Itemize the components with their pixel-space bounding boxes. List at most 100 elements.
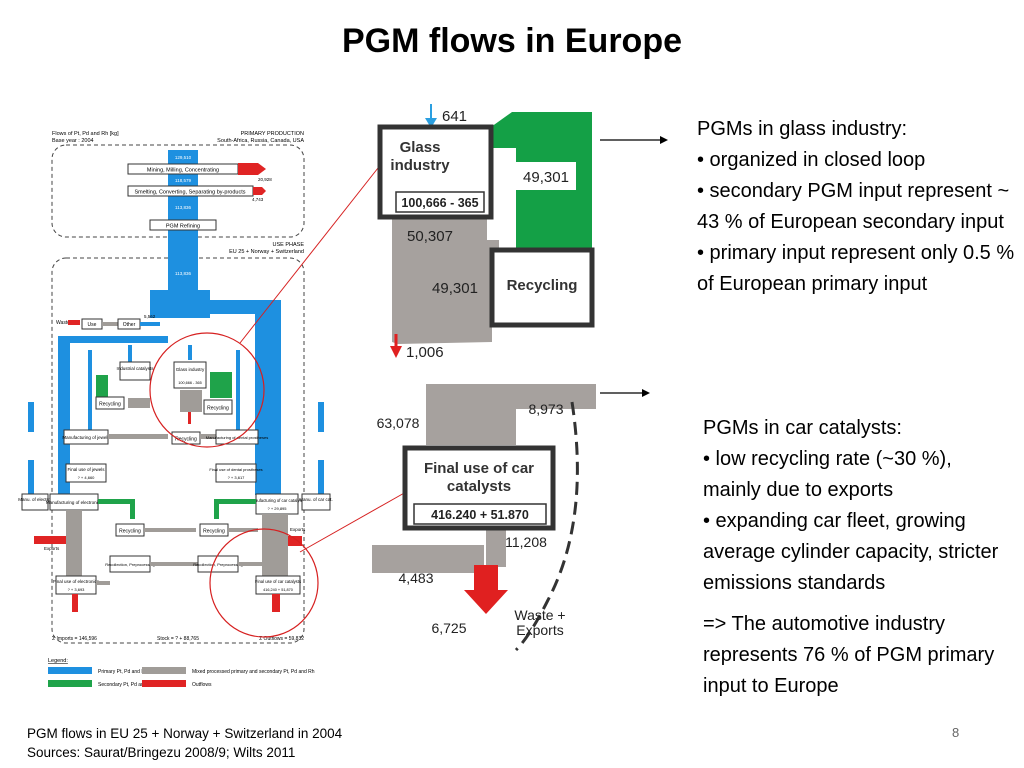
svg-text:Final use of electronics: Final use of electronics: [53, 579, 100, 584]
svg-text:Manufacturing of electronics: Manufacturing of electronics: [46, 500, 103, 505]
imports-sum: Σ Imports = 146,596: [52, 636, 97, 642]
grey-flow-out: [392, 217, 487, 262]
svg-text:Manufacturing of car catalysts: Manufacturing of car catalysts: [249, 498, 305, 503]
svg-text:Final use of dental prostheses: Final use of dental prostheses: [209, 467, 262, 472]
svg-text:Industrial catalysts: Industrial catalysts: [116, 366, 154, 371]
svg-text:Exports: Exports: [290, 527, 306, 532]
overview-header-line1: Flows of Pt, Pd and Rh [kg]: [52, 131, 119, 137]
glass-outflow-value: 1,006: [406, 344, 444, 361]
glass-highlight-circle: [149, 332, 265, 448]
legend-swatch-mixed: [142, 667, 186, 674]
svg-text:Secondary Pt, Pd and Rh: Secondary Pt, Pd and Rh: [98, 682, 155, 688]
car-bullets: PGMs in car catalysts: • low recycling r…: [703, 413, 1003, 702]
waste-exports-dashed-arrow: [514, 401, 579, 652]
recycling-box-ind: [95, 396, 125, 410]
car-left-value: 63,078: [377, 415, 420, 431]
car-bullet-1: • low recycling rate (~30 %), mainly due…: [703, 448, 952, 501]
svg-text:Recollection, Preprocessing: Recollection, Preprocessing: [105, 562, 155, 567]
svg-text:113,836: 113,836: [175, 205, 191, 210]
svg-text:Glass industry: Glass industry: [176, 367, 205, 372]
final-use-dental-box: [215, 463, 257, 483]
glass-bullet-1: • organized in closed loop: [697, 149, 926, 171]
car-connector-line: [299, 491, 407, 553]
svg-text:Manufacturing of jewels: Manufacturing of jewels: [62, 435, 110, 440]
primary-flow-car-branch: [255, 300, 281, 495]
svg-text:Waste: Waste: [56, 320, 70, 326]
glass-input-value: 641: [442, 108, 467, 125]
use-phase-label: USE PHASE: [273, 242, 305, 248]
svg-text:Other: Other: [123, 322, 136, 328]
svg-text:Exports: Exports: [44, 546, 60, 551]
glass-box-value: 100,666 - 365: [401, 196, 478, 210]
recycling-box-title: Recycling: [507, 277, 578, 294]
car-top-value: 8,973: [528, 401, 563, 417]
primary-flow-electronics-branch: [58, 340, 70, 495]
use-phase-region: EU 25 + Norway + Switzerland: [229, 249, 304, 255]
manu-car-cat-box: [301, 493, 331, 511]
svg-text:416,240 + 51,870: 416,240 + 51,870: [263, 588, 293, 592]
car-bullet-2: • expanding car fleet, growing average c…: [703, 510, 999, 594]
manu-electro-box: [21, 493, 49, 511]
outflow-arrow-glass: [390, 346, 402, 358]
green-flow-value: 49,301: [523, 169, 569, 186]
svg-text:Recycling: Recycling: [175, 437, 197, 443]
svg-text:Mixed processed primary and se: Mixed processed primary and secondary Pt…: [192, 669, 315, 675]
svg-text:100,666 - 365: 100,666 - 365: [178, 381, 201, 385]
car-box-title-line1: Final use of car: [424, 460, 534, 477]
glass-box-title-line2: industry: [390, 157, 450, 174]
svg-text:5,562: 5,562: [144, 314, 156, 319]
refining-box: [149, 219, 217, 231]
car-bottom-value: 6,725: [431, 620, 466, 636]
svg-text:Recycling: Recycling: [99, 402, 121, 408]
svg-text:20,928: 20,928: [258, 177, 272, 182]
primary-input-arrow: [425, 118, 437, 128]
glass-value-box: [395, 191, 485, 213]
svg-text:Recycling: Recycling: [119, 529, 141, 535]
caption-line1: PGM flows in EU 25 + Norway + Switzerlan…: [27, 726, 343, 741]
legend-title: Legend:: [48, 658, 68, 664]
svg-text:? + 4,660: ? + 4,660: [78, 475, 96, 480]
svg-text:Final use of car catalysts: Final use of car catalysts: [255, 579, 301, 584]
page-number: 8: [952, 725, 960, 740]
svg-text:Smelting, Converting, Separati: Smelting, Converting, Separating by-prod…: [135, 190, 246, 196]
slide-title: PGM flows in Europe: [341, 22, 683, 60]
mining-outflow-arrow: [238, 163, 266, 175]
grey-flow-bottom-left: [372, 545, 484, 573]
svg-text:Manu. of electro.: Manu. of electro.: [18, 497, 52, 502]
industrial-catalysts-box: [119, 361, 151, 381]
car-box-title-line2: catalysts: [447, 478, 511, 495]
svg-text:4,743: 4,743: [252, 197, 264, 202]
legend-swatch-secondary: [48, 680, 92, 687]
svg-text:129,510: 129,510: [175, 155, 192, 160]
manufacturing-dental-box: [215, 429, 259, 445]
glass-connector-line: [239, 167, 379, 344]
car-heading: PGMs in car catalysts:: [703, 417, 902, 439]
svg-text:Manufacturing of dental prosth: Manufacturing of dental prostheses: [206, 435, 268, 440]
car-highlight-circle: [209, 528, 319, 638]
car-bottom-left-value: 4,483: [398, 570, 433, 586]
grey-flow-mid-value: 49,301: [432, 280, 478, 297]
final-use-jewels-box: [65, 463, 107, 483]
overview-header-line2: Base year : 2004: [52, 138, 94, 144]
svg-text:Use: Use: [88, 322, 97, 328]
svg-text:Waste +Exports: Waste +Exports: [514, 607, 565, 638]
glass-box-title: Glass: [400, 139, 441, 156]
svg-text:? + 3,693: ? + 3,693: [68, 587, 86, 592]
waste-label-line2: Exports: [516, 622, 563, 638]
svg-text:Recycling: Recycling: [207, 406, 229, 412]
primary-regions-label: South-Africa, Russia, Canada, USA: [217, 138, 304, 144]
slide-caption: PGM flows in EU 25 + Norway + Switzerlan…: [27, 724, 342, 762]
car-pointer-arrow: [642, 389, 650, 397]
waste-label-line1: Waste +: [514, 607, 565, 623]
glass-industry-box-small: [173, 361, 207, 389]
car-conclusion: => The automotive industry represents 76…: [703, 613, 995, 697]
recycling-box: [489, 247, 595, 328]
car-value-box: [413, 503, 547, 525]
car-box-value: 416.240 + 51.870: [431, 508, 529, 522]
svg-text:Outflows: Outflows: [192, 682, 212, 688]
car-right-value: 11,208: [505, 534, 547, 550]
